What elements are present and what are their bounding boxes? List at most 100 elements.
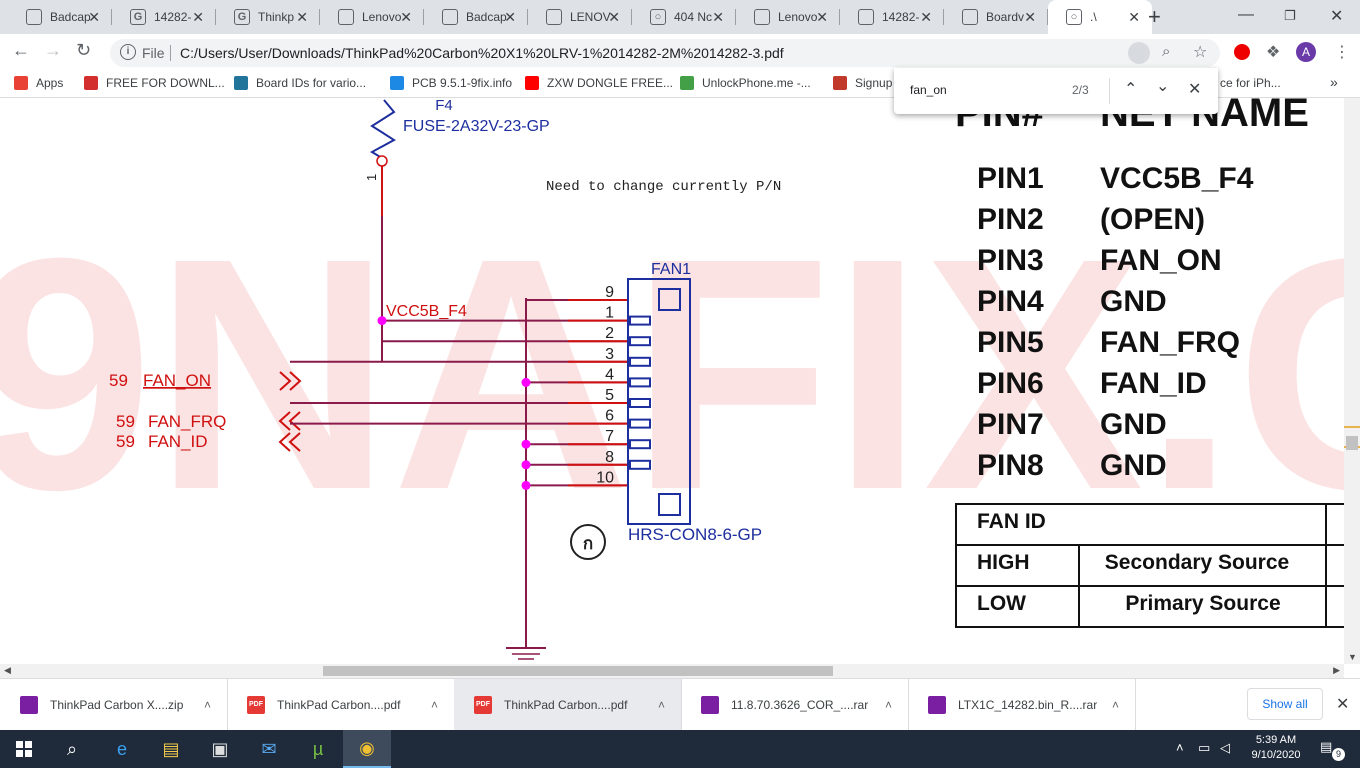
close-tab-icon[interactable]: ✕ (1128, 9, 1140, 25)
browser-tab[interactable]: Badcap✕ (424, 0, 528, 34)
mail-icon[interactable]: ✉ (261, 738, 277, 759)
download-item[interactable]: LTX1C_14282.bin_R....rar ˄ (908, 679, 1136, 731)
bookmark-star-icon[interactable]: ☆ (1193, 44, 1208, 61)
close-tab-icon[interactable]: ✕ (1024, 9, 1036, 25)
browser-tab[interactable]: Lenovo✕ (320, 0, 424, 34)
volume-muted-icon[interactable]: ◁ (1220, 740, 1230, 755)
download-options-icon[interactable]: ˄ (430, 698, 438, 712)
close-tab-icon[interactable]: ✕ (88, 9, 100, 25)
browser-tab[interactable]: 14282-✕ (840, 0, 944, 34)
horizontal-scrollbar[interactable]: ◀ ▶ (0, 664, 1344, 678)
scroll-down-icon[interactable]: ▼ (1348, 652, 1357, 662)
pin-table-net: GND (1100, 449, 1167, 482)
minimize-icon[interactable]: — (1238, 6, 1254, 23)
design-note: Need to change currently P/N (546, 179, 781, 195)
utorrent-icon[interactable]: µ (312, 738, 324, 759)
bookmark-item[interactable]: Apps (14, 76, 63, 90)
forward-icon[interactable]: → (44, 40, 62, 60)
windows-start-icon[interactable] (0, 730, 48, 768)
download-options-icon[interactable]: ˄ (203, 698, 211, 712)
info-icon[interactable]: i (120, 44, 136, 60)
browser-tab[interactable]: Lenovo✕ (736, 0, 840, 34)
browser-tab[interactable]: Badcap✕ (8, 0, 112, 34)
bookmark-item[interactable]: Board IDs for vario... (234, 76, 366, 90)
url-text[interactable]: C:/Users/User/Downloads/ThinkPad%20Carbo… (180, 45, 784, 61)
download-filename: LTX1C_14282.bin_R....rar (958, 698, 1098, 712)
find-previous-icon[interactable]: ⌃ (1124, 81, 1138, 98)
pin-pad (629, 398, 651, 408)
browser-tab[interactable]: ○.\✕ (1048, 0, 1152, 34)
tab-title: Thinkp (258, 10, 295, 24)
close-tab-icon[interactable]: ✕ (608, 9, 620, 25)
close-tab-icon[interactable]: ✕ (192, 9, 204, 25)
show-all-button[interactable]: Show all (1247, 688, 1323, 720)
junction-dot (377, 316, 387, 326)
menu-icon[interactable]: ⋮ (1334, 44, 1350, 61)
close-downloads-icon[interactable]: ✕ (1336, 696, 1350, 713)
new-tab-button[interactable]: + (1148, 4, 1161, 29)
browser-tab[interactable]: ○404 Nc✕ (632, 0, 736, 34)
close-window-icon[interactable]: ✕ (1330, 8, 1344, 25)
scroll-right-icon[interactable]: ▶ (1333, 665, 1340, 675)
file-explorer-icon[interactable]: ▤ (162, 738, 180, 759)
opera-extension-icon[interactable] (1234, 44, 1250, 60)
extensions-icon[interactable]: ❖ (1266, 44, 1281, 61)
find-next-icon[interactable]: ⌄ (1156, 78, 1170, 95)
bookmarks-more-icon[interactable]: » (1330, 74, 1338, 90)
browser-tab[interactable]: LENOV✕ (528, 0, 632, 34)
bookmark-label: Signup (855, 76, 893, 90)
close-tab-icon[interactable]: ✕ (920, 9, 932, 25)
download-item[interactable]: ThinkPad Carbon X....zip˄ (0, 679, 228, 731)
close-tab-icon[interactable]: ✕ (296, 9, 308, 25)
vertical-scrollbar[interactable]: ▼ (1344, 98, 1360, 664)
divider (111, 9, 112, 25)
find-in-page-indicator-icon[interactable] (1128, 42, 1150, 64)
download-options-icon[interactable]: ˄ (657, 698, 665, 712)
divider (1109, 78, 1110, 104)
horizontal-scroll-thumb[interactable] (323, 666, 833, 676)
download-options-icon[interactable]: ˄ (884, 698, 892, 712)
close-tab-icon[interactable]: ✕ (712, 9, 724, 25)
store-icon[interactable]: ▣ (211, 738, 229, 759)
bookmark-item[interactable]: PCB 9.5.1-9fix.info (390, 76, 512, 90)
find-input[interactable]: fan_on (910, 83, 947, 97)
scroll-left-icon[interactable]: ◀ (4, 665, 11, 675)
close-tab-icon[interactable]: ✕ (816, 9, 828, 25)
chrome-icon[interactable]: ◉ (343, 730, 391, 768)
address-bar[interactable]: i File C:/Users/User/Downloads/ThinkPad%… (110, 39, 1220, 67)
find-match-marker (1344, 426, 1360, 428)
bookmark-item[interactable]: ZXW DONGLE FREE... (525, 76, 673, 90)
show-hidden-icons-icon[interactable]: ˄ (1176, 740, 1184, 755)
browser-tab[interactable]: Boardv✕ (944, 0, 1048, 34)
bookmark-overflow-text[interactable]: ce for iPh... (1220, 76, 1281, 90)
pdf-viewer[interactable]: 9NAFIX.C F4 FUSE-2A32V-23-GP 1 Need to c… (0, 98, 1360, 664)
network-icon[interactable]: ▭ (1198, 740, 1211, 755)
bookmark-item[interactable]: Signup (833, 76, 892, 90)
tab-title: Badcap (50, 10, 91, 24)
edge-icon[interactable]: e (116, 738, 127, 759)
restore-icon[interactable]: ❐ (1284, 8, 1296, 23)
zoom-icon[interactable]: ⌕ (1162, 43, 1171, 60)
pin-number: 6 (605, 408, 614, 425)
download-options-icon[interactable]: ˄ (1111, 698, 1119, 712)
divider (735, 9, 736, 25)
search-icon[interactable]: ⌕ (66, 738, 78, 759)
profile-avatar[interactable]: A (1296, 42, 1316, 62)
close-tab-icon[interactable]: ✕ (504, 9, 516, 25)
notifications-icon[interactable]: ▤ (1320, 739, 1333, 754)
find-close-icon[interactable]: ✕ (1188, 81, 1202, 98)
vertical-scroll-thumb[interactable] (1346, 436, 1358, 450)
divider (215, 9, 216, 25)
bookmark-item[interactable]: UnlockPhone.me -... (680, 76, 811, 90)
close-tab-icon[interactable]: ✕ (400, 9, 412, 25)
pin-number: 5 (605, 387, 614, 404)
bookmark-item[interactable]: FREE FOR DOWNL... (84, 76, 225, 90)
system-clock[interactable]: 5:39 AM 9/10/2020 (1244, 733, 1308, 763)
back-icon[interactable]: ← (12, 40, 30, 60)
reload-icon[interactable]: ↻ (76, 40, 92, 60)
download-item[interactable]: 11.8.70.3626_COR_....rar˄ (681, 679, 909, 731)
